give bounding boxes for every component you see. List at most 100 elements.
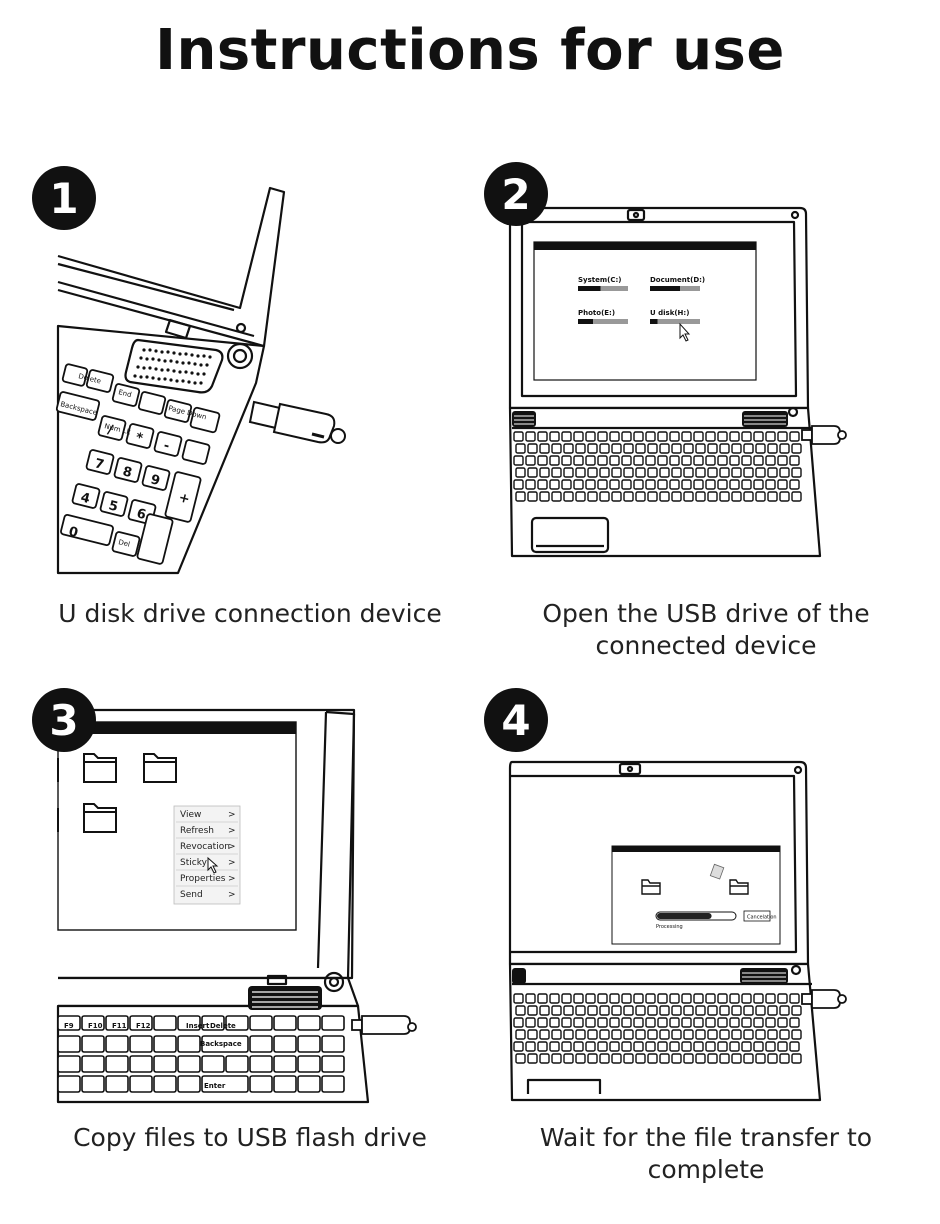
keyboard-key bbox=[587, 491, 598, 502]
keyboard-key bbox=[621, 1017, 632, 1028]
keyboard-key bbox=[539, 1053, 550, 1064]
keyboard-key bbox=[681, 1041, 692, 1052]
menu-item-send[interactable]: Send bbox=[180, 890, 203, 900]
keyboard-key bbox=[515, 467, 526, 478]
drive-usage-bar bbox=[578, 319, 628, 324]
keyboard-key bbox=[57, 1015, 81, 1031]
menu-arrow-revocation: > bbox=[228, 842, 236, 852]
keyboard-key bbox=[573, 479, 584, 490]
keyboard-key bbox=[623, 443, 634, 454]
keyboard-key bbox=[767, 443, 778, 454]
keyboard-key bbox=[671, 1005, 682, 1016]
keyboard-key bbox=[297, 1015, 321, 1031]
keyboard-key bbox=[177, 1035, 201, 1053]
keyboard-key bbox=[755, 1053, 766, 1064]
keyboard-key bbox=[777, 993, 788, 1004]
keyboard-key bbox=[57, 1075, 81, 1093]
keyboard-key bbox=[729, 1017, 740, 1028]
keyboard-key bbox=[587, 467, 598, 478]
step-3-illustration: View Refresh Revocation Sticky Propertie… bbox=[56, 708, 417, 1104]
keyboard-key bbox=[645, 1041, 656, 1052]
keyboard-key bbox=[753, 993, 764, 1004]
keyboard-key bbox=[729, 479, 740, 490]
keyboard-key bbox=[539, 1029, 550, 1040]
keyboard-key bbox=[563, 491, 574, 502]
keyboard-key bbox=[587, 1029, 598, 1040]
keyboard-key bbox=[563, 443, 574, 454]
keyboard-key bbox=[777, 455, 788, 466]
keyboard-key bbox=[525, 479, 536, 490]
keyboard-key bbox=[129, 1075, 153, 1093]
keyboard-key bbox=[105, 1075, 129, 1093]
keyboard-key bbox=[549, 431, 560, 442]
keyboard-key bbox=[791, 443, 802, 454]
keyboard-key bbox=[575, 1029, 586, 1040]
keyboard-key bbox=[513, 1041, 524, 1052]
menu-item-refresh[interactable]: Refresh bbox=[180, 826, 214, 836]
menu-item-sticky[interactable]: Sticky bbox=[180, 858, 208, 868]
menu-arrow-view: > bbox=[228, 810, 236, 820]
drive-usage-bar bbox=[650, 319, 700, 324]
keyboard-key bbox=[705, 431, 716, 442]
keyboard-key bbox=[525, 1017, 536, 1028]
keyboard-key bbox=[201, 1075, 249, 1093]
keyboard-key bbox=[635, 467, 646, 478]
keyboard-key bbox=[779, 491, 790, 502]
keyboard-key bbox=[707, 491, 718, 502]
keyboard-key bbox=[635, 1053, 646, 1064]
keyboard-key bbox=[609, 431, 620, 442]
keyboard-key bbox=[743, 1005, 754, 1016]
menu-item-revocation[interactable]: Revocation bbox=[180, 842, 230, 852]
keyboard-key bbox=[599, 1053, 610, 1064]
keyboard-key bbox=[297, 1075, 321, 1093]
cancel-button[interactable]: Cancelation bbox=[747, 915, 777, 921]
keyboard-key bbox=[551, 443, 562, 454]
keyboard-key bbox=[731, 1005, 742, 1016]
keyboard-key bbox=[573, 993, 584, 1004]
keyboard-key bbox=[563, 1029, 574, 1040]
svg-text:9: 9 bbox=[149, 472, 161, 489]
key-f11-label: F11 bbox=[112, 1022, 127, 1030]
keyboard-key bbox=[657, 1017, 668, 1028]
keyboard-key bbox=[623, 1029, 634, 1040]
keyboard-key bbox=[729, 1041, 740, 1052]
keyboard-key bbox=[647, 467, 658, 478]
keyboard-key bbox=[705, 1041, 716, 1052]
keyboard-key bbox=[597, 1041, 608, 1052]
keyboard-key bbox=[537, 431, 548, 442]
keyboard-key bbox=[669, 455, 680, 466]
step-4-caption: Wait for the file transfer to complete bbox=[539, 1123, 873, 1184]
keyboard-key bbox=[81, 1035, 105, 1053]
keyboard-key bbox=[515, 1005, 526, 1016]
keyboard-key bbox=[623, 1053, 634, 1064]
keyboard-key bbox=[597, 455, 608, 466]
keyboard-key bbox=[539, 1005, 550, 1016]
menu-item-view[interactable]: View bbox=[180, 810, 201, 820]
keyboard-key bbox=[681, 993, 692, 1004]
keyboard-key bbox=[765, 479, 776, 490]
keyboard-key bbox=[105, 1035, 129, 1053]
keyboard-key bbox=[779, 1005, 790, 1016]
keyboard-key bbox=[765, 455, 776, 466]
keyboard-key bbox=[633, 431, 644, 442]
keyboard-key bbox=[201, 1015, 225, 1031]
svg-text:*: * bbox=[134, 430, 144, 446]
keyboard-key bbox=[609, 1041, 620, 1052]
drive-usage-bar bbox=[578, 286, 628, 291]
keyboard-key bbox=[563, 1053, 574, 1064]
menu-item-properties[interactable]: Properties bbox=[180, 874, 226, 884]
svg-text:5: 5 bbox=[107, 498, 119, 515]
drive-c-label: System(C:) bbox=[578, 276, 622, 284]
svg-text:0: 0 bbox=[67, 524, 79, 541]
keyboard-key bbox=[657, 1041, 668, 1052]
keyboard-key bbox=[791, 1029, 802, 1040]
page-title: Instructions for use bbox=[155, 18, 785, 83]
keyboard-key bbox=[693, 1041, 704, 1052]
keyboard-key bbox=[729, 431, 740, 442]
keyboard-key bbox=[515, 491, 526, 502]
keyboard-key bbox=[525, 1041, 536, 1052]
keyboard-key bbox=[575, 467, 586, 478]
keyboard-key bbox=[693, 1017, 704, 1028]
keyboard-key bbox=[527, 1029, 538, 1040]
keyboard-key bbox=[611, 1029, 622, 1040]
